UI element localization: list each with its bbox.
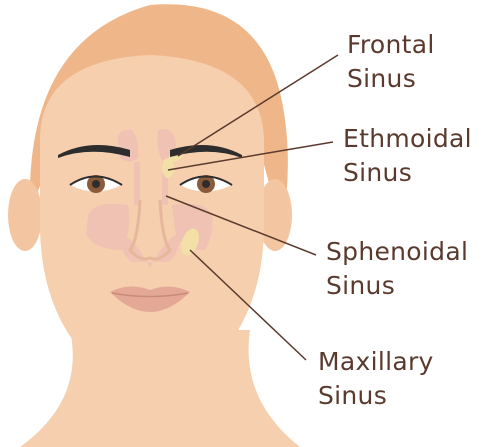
sphenoidal-line1: Sphenoidal: [326, 235, 468, 269]
maxillary-line2: Sinus: [318, 379, 434, 413]
frontal-line1: Frontal: [347, 28, 435, 62]
face: [40, 55, 264, 383]
maxillary-sinus-label: Maxillary Sinus: [318, 345, 434, 413]
frontal-line2: Sinus: [347, 62, 435, 96]
sphenoidal-line2: Sinus: [326, 269, 468, 303]
maxillary-line1: Maxillary: [318, 345, 434, 379]
left-ear: [8, 179, 42, 251]
ethmoidal-line2: Sinus: [343, 156, 472, 190]
ethmoidal-line1: Ethmoidal: [343, 122, 472, 156]
ethmoidal-sinus-label: Ethmoidal Sinus: [343, 122, 472, 190]
frontal-sinus-label: Frontal Sinus: [347, 28, 435, 96]
sphenoidal-sinus-label: Sphenoidal Sinus: [326, 235, 468, 303]
ethmoidal-sinus-shape: [134, 162, 140, 205]
